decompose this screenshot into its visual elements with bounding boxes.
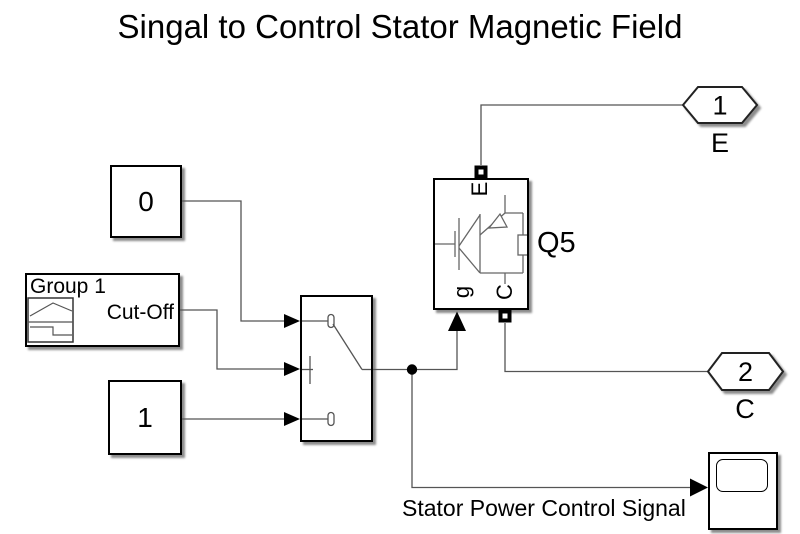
switch-icon [302,313,371,427]
arrowhead-switch-in2 [284,362,300,376]
scope-block[interactable] [708,452,778,530]
outport-1[interactable] [681,86,759,124]
signal-builder-output-label: Cut-Off [106,301,174,324]
arrowhead-igbt-gate [448,311,466,331]
wire-junction-dot [406,364,418,375]
constant-block-zero[interactable]: 0 [110,165,182,238]
constant-block-one[interactable]: 1 [108,380,182,455]
wire-const0-to-switch[interactable] [182,200,285,322]
igbt-c-port-icon[interactable] [498,309,512,323]
igbt-e-port-icon[interactable] [474,165,488,179]
igbt-symbol-icon [435,195,527,284]
igbt-terminal-e-label: E [467,181,492,197]
signal-builder-title: Group 1 [30,275,106,298]
signal-name-label: Stator Power Control Signal [402,495,686,521]
igbt-terminal-g-label: g [449,285,474,299]
outport-2[interactable] [706,352,785,391]
outport-1-label: E [710,128,729,158]
arrowhead-switch-in3 [284,412,300,426]
constant-one-value: 1 [137,401,153,433]
wire-switch-to-igbt-gate[interactable] [373,331,458,371]
signal-builder-block[interactable]: Group 1 Cut-Off [25,273,180,347]
signal-waveform-icon [27,297,74,343]
constant-zero-value: 0 [138,185,154,217]
igbt-block-name: Q5 [537,227,576,259]
outport-2-number: 2 [738,357,753,387]
switch-block[interactable] [300,295,373,442]
igbt-terminal-c-label: C [492,284,517,300]
outport-1-number: 1 [712,91,727,121]
wire-signalbuilder-to-switch[interactable] [180,309,285,370]
scope-display-icon [716,459,768,492]
wire-igbt-c-to-outport2[interactable] [504,323,708,373]
wire-branch-to-scope[interactable] [411,369,691,489]
wire-igbt-e-to-outport1[interactable] [480,104,683,165]
arrowhead-scope-in [690,478,708,497]
igbt-block[interactable]: E g C [433,178,529,310]
arrowhead-switch-in1 [284,314,300,328]
outport-2-label: C [735,394,755,424]
diagram-title: Singal to Control Stator Magnetic Field [117,8,683,45]
